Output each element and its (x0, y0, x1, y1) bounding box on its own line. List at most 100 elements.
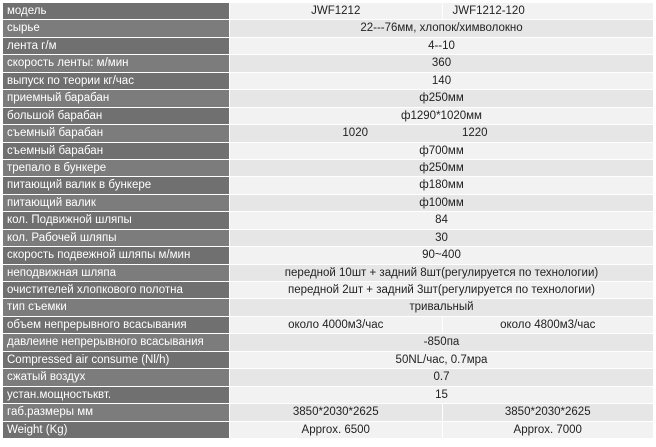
table-row: давлеине непрерывного всасывания -850па (3, 334, 653, 352)
row-values: ф100мм (229, 194, 653, 212)
row-values: ф700мм (229, 142, 653, 159)
value: передной 10шт + задний 8шт(регулируется … (284, 266, 599, 279)
value: 140 (431, 74, 452, 87)
table-row: съемный барабан ф700мм (3, 142, 653, 160)
row-label: лента г/м (3, 37, 229, 55)
row-values: 1020 1220 (229, 125, 653, 142)
row-label: питающий валик (3, 194, 229, 212)
row-values: ф250мм (229, 159, 653, 177)
table-row: трепало в бункере ф250мм (3, 159, 653, 178)
value: тривальный (409, 301, 474, 314)
row-label: скорость подвежной шляпы м/мин (3, 247, 229, 264)
value-a: Approx. 6500 (301, 423, 370, 436)
row-label: приемный барабан (3, 90, 229, 107)
row-values: 140 (229, 72, 653, 90)
row-label: тип съемки (3, 299, 229, 316)
row-values: 22---76мм, хлопок/химволокно (229, 20, 653, 37)
row-label: давлеине непрерывного всасывания (3, 334, 229, 351)
row-label: сжатый воздух (3, 369, 229, 386)
value: 30 (435, 231, 448, 244)
table-row: питающий валик в бункере ф180мм (3, 177, 653, 195)
row-values: около 4000м3/час около 4800м3/час (229, 316, 654, 334)
value: 0.7 (433, 371, 450, 384)
row-values: 84 (229, 212, 653, 229)
value: 84 (435, 214, 448, 227)
row-values: передной 2шт + задний 3шт(регулируется п… (229, 282, 653, 299)
table-row: Compressed air consume (Nl/h) 50NL/час, … (3, 351, 653, 370)
row-label: сырье (3, 20, 229, 37)
row-label: габ.размеры мм (3, 404, 229, 421)
row-label: выпуск по теории кг/час (3, 72, 229, 90)
row-label: кол. Подвижной шляпы (3, 212, 229, 229)
row-label: неподвижная шляпа (3, 264, 229, 281)
value: 4--10 (428, 39, 455, 52)
row-values: 15 (229, 386, 653, 404)
row-label: трепало в бункере (3, 159, 229, 177)
row-values: 30 (229, 229, 653, 247)
table-row: неподвижная шляпа передной 10шт + задний… (3, 264, 653, 282)
row-values: 90~400 (229, 247, 653, 264)
table-row: устан.мощностьквт. 15 (3, 386, 653, 405)
row-values: -850па (229, 334, 653, 351)
table-row: кол. Подвижной шляпы 84 (3, 212, 653, 230)
value-a: 1020 (342, 127, 368, 140)
table-row: приемный барабан ф250мм (3, 90, 653, 108)
value: 50NL/час, 0.7мра (395, 353, 488, 366)
table-row: выпуск по теории кг/час 140 (3, 72, 653, 91)
row-label: съемный барабан (3, 142, 229, 159)
table-row: тип съемки тривальный (3, 299, 653, 317)
row-values: 4--10 (229, 37, 653, 55)
row-values: тривальный (229, 299, 653, 316)
spec-table: модель JWF1212 JWF1212-120 сырье 22---76… (3, 3, 653, 439)
table-row: скорость подвежной шляпы м/мин 90~400 (3, 247, 653, 265)
row-values: передной 10шт + задний 8шт(регулируется … (229, 264, 653, 281)
value: передной 2шт + задний 3шт(регулируется п… (287, 284, 595, 296)
row-values: 3850*2030*2625 3850*2030*2625 (229, 404, 654, 421)
table-row: питающий валик ф100мм (3, 194, 653, 213)
value: ф180мм (419, 179, 464, 192)
row-values: 50NL/час, 0.7мра (229, 351, 653, 369)
table-row: сжатый воздух 0.7 (3, 369, 653, 387)
row-label: модель (3, 3, 229, 20)
value: ф250мм (419, 92, 464, 105)
value-b: около 4800м3/час (441, 316, 654, 334)
table-row: модель JWF1212 JWF1212-120 (3, 3, 653, 21)
value-model-a: JWF1212 (311, 5, 361, 17)
value: -850па (423, 336, 460, 349)
row-label: большой барабан (3, 107, 229, 125)
value: ф250мм (419, 161, 464, 174)
value: 90~400 (422, 249, 461, 262)
value: 360 (431, 57, 452, 70)
row-values: JWF1212 JWF1212-120 (229, 3, 653, 20)
table-row: кол. Рабочей шляпы 30 (3, 229, 653, 248)
table-row: Weight (Kg) Approx. 6500 Approx. 7000 (3, 421, 654, 439)
row-label: очистителей хлопкового полотна (3, 282, 229, 299)
value-b: Approx. 7000 (441, 421, 654, 438)
value: ф1290*1020мм (401, 109, 482, 122)
row-values: Approx. 6500 Approx. 7000 (229, 421, 654, 438)
value-b: 1220 (462, 127, 488, 140)
row-label: объем непрерывного всасывания (3, 316, 229, 334)
value-a: около 4000м3/час (288, 318, 384, 331)
value: 15 (435, 388, 448, 401)
value: 22---76мм, хлопок/химволокно (360, 22, 523, 35)
table-row: съемный барабан 1020 1220 (3, 125, 653, 143)
table-row: очистителей хлопкового полотна передной … (3, 282, 653, 300)
row-label: кол. Рабочей шляпы (3, 229, 229, 247)
row-values: 0.7 (229, 369, 653, 386)
value: ф700мм (419, 144, 464, 157)
row-label: питающий валик в бункере (3, 177, 229, 194)
row-values: ф1290*1020мм (229, 107, 653, 125)
table-row: объем непрерывного всасывания около 4000… (3, 316, 654, 335)
value: ф100мм (419, 196, 464, 209)
row-label: устан.мощностьквт. (3, 386, 229, 404)
table-row: большой барабан ф1290*1020мм (3, 107, 653, 126)
row-values: ф250мм (229, 90, 653, 107)
row-label: скорость ленты: м/мин (3, 55, 229, 72)
table-row: скорость ленты: м/мин 360 (3, 55, 653, 73)
row-values: 360 (229, 55, 653, 72)
table-row: лента г/м 4--10 (3, 37, 653, 56)
table-row: габ.размеры мм 3850*2030*2625 3850*2030*… (3, 404, 654, 422)
row-label: съемный барабан (3, 125, 229, 142)
value-b: 3850*2030*2625 (441, 404, 654, 421)
